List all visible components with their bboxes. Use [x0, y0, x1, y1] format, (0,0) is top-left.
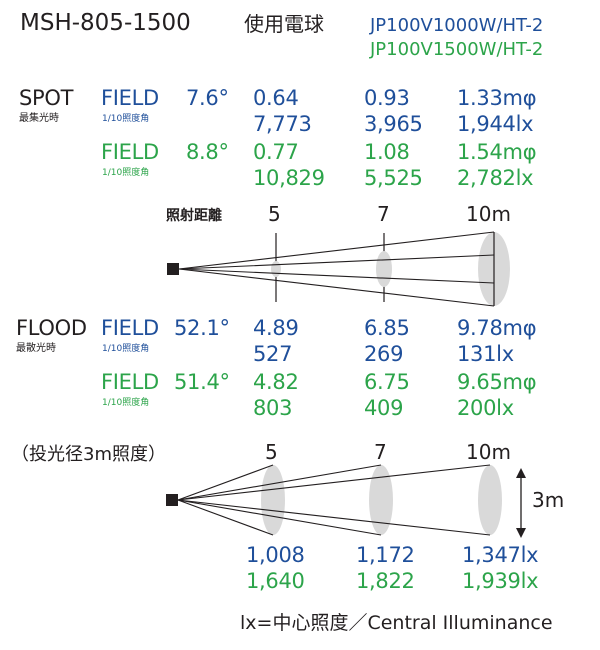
diameter3m-label: （投光径3m照度）: [11, 444, 166, 465]
flood-lux-7m-1000w: 269: [364, 342, 404, 366]
flood-sublabel: 最散光時: [16, 343, 56, 354]
spot-diam-10m-1000w: 1.33mφ: [457, 86, 537, 110]
flood-lux-5m-1500w: 803: [253, 396, 293, 420]
spot-angle-1000w: 7.6°: [186, 86, 229, 110]
diameter3m-lux-7m-1000w: 1,172: [356, 543, 415, 567]
spot-lux-10m-1000w: 1,944lx: [457, 112, 534, 136]
flood-field-sub-1000w: 1/10照度角: [102, 344, 150, 354]
flood-diam-5m-1500w: 4.82: [253, 370, 299, 394]
spot-label: SPOT: [19, 86, 74, 110]
flood-diam-7m-1500w: 6.75: [364, 370, 410, 394]
diameter-beam-diagram: [166, 464, 526, 538]
model-title: MSH-805-1500: [20, 10, 191, 36]
spot-diam-5m-1500w: 0.77: [253, 140, 299, 164]
diameter3m-mark-5: 5: [265, 440, 278, 464]
distance-mark-5: 5: [268, 202, 281, 226]
footnote: lx=中心照度／Central Illuminance: [240, 612, 553, 634]
flood-diam-7m-1000w: 6.85: [364, 316, 410, 340]
flood-lux-7m-1500w: 409: [364, 396, 404, 420]
spot-ellipse-5m: [271, 261, 281, 277]
diameter3m-lux-5m-1000w: 1,008: [246, 543, 305, 567]
flood-label: FLOOD: [16, 316, 87, 340]
spot-sublabel: 最集光時: [19, 113, 59, 124]
spot-field-sub-1500w: 1/10照度角: [102, 168, 150, 178]
spot-diam-7m-1000w: 0.93: [364, 86, 410, 110]
flood-diam-10m-1000w: 9.78mφ: [457, 316, 537, 340]
spot-lux-5m-1000w: 7,773: [253, 112, 312, 136]
spot-field-1500w: FIELD: [101, 140, 159, 164]
flood-field-1500w: FIELD: [101, 370, 159, 394]
flood-lux-10m-1500w: 200lx: [457, 396, 514, 420]
flood-diam-5m-1000w: 4.89: [253, 316, 299, 340]
flood-lux-10m-1000w: 131lx: [457, 342, 514, 366]
diameter3m-lux-10m-1000w: 1,347lx: [462, 543, 539, 567]
spot-diam-5m-1000w: 0.64: [253, 86, 299, 110]
flood-angle-1500w: 51.4°: [174, 370, 230, 394]
spot-diam-10m-1500w: 1.54mφ: [457, 140, 537, 164]
flood-lux-5m-1000w: 527: [253, 342, 293, 366]
diameter3m-height-label: 3m: [532, 488, 565, 512]
lamp-label: 使用電球: [244, 12, 324, 36]
diameter3m-lux-7m-1500w: 1,822: [356, 569, 415, 593]
spot-field-1000w: FIELD: [101, 86, 159, 110]
flood-diam-10m-1500w: 9.65mφ: [457, 370, 537, 394]
spot-field-sub-1000w: 1/10照度角: [102, 114, 150, 124]
spot-lux-7m-1500w: 5,525: [364, 166, 423, 190]
spot-lux-5m-1500w: 10,829: [253, 166, 325, 190]
spot-angle-1500w: 8.8°: [186, 140, 229, 164]
diameter3m-lux-10m-1500w: 1,939lx: [462, 569, 539, 593]
spot-diam-7m-1500w: 1.08: [364, 140, 410, 164]
distance-mark-7: 7: [377, 202, 390, 226]
spot-ellipse-7m: [376, 251, 392, 287]
diameter3m-mark-7: 7: [374, 440, 387, 464]
flood-field-sub-1500w: 1/10照度角: [102, 398, 150, 408]
diameter3m-mark-10m: 10m: [466, 440, 511, 464]
spot-beam-diagram: [167, 231, 510, 307]
spot-light-source: [167, 263, 179, 275]
distance-label: 照射距離: [166, 208, 222, 224]
flood-angle-1000w: 52.1°: [174, 316, 230, 340]
lamp-name-1000w: JP100V1000W/HT-2: [370, 15, 544, 36]
spot-lux-10m-1500w: 2,782lx: [457, 166, 534, 190]
spot-lux-7m-1000w: 3,965: [364, 112, 423, 136]
diameter3m-lux-5m-1500w: 1,640: [246, 569, 305, 593]
distance-mark-10m: 10m: [466, 202, 511, 226]
lamp-name-1500w: JP100V1500W/HT-2: [370, 39, 544, 60]
flood-field-1000w: FIELD: [101, 316, 159, 340]
